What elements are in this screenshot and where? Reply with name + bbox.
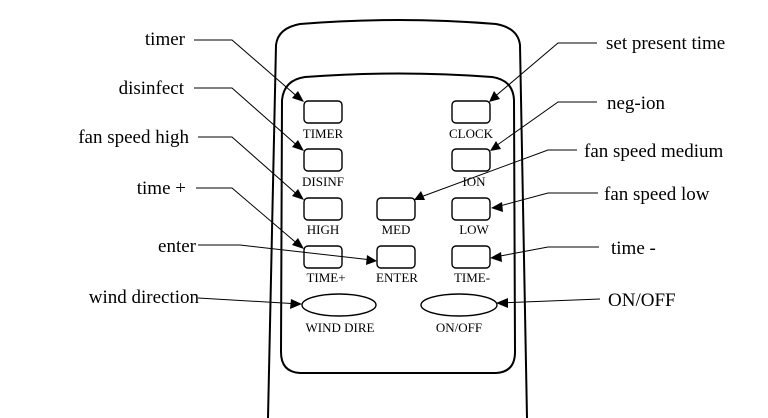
low-button-label: LOW (459, 222, 489, 237)
disinf-button-label: DISINF (302, 174, 344, 189)
arrow-fan-speed-high (292, 189, 304, 200)
high-button[interactable]: HIGH (303, 197, 343, 237)
arrow-time-plus (292, 238, 304, 249)
leader-on-off (499, 298, 601, 304)
callout-wind-direction: wind direction (89, 287, 200, 308)
leader-time-minus (494, 246, 599, 258)
callout-fan-speed-medium: fan speed medium (584, 141, 724, 162)
leader-disinfect (194, 87, 301, 149)
arrow-disinfect (292, 140, 304, 151)
arrow-on-off (496, 298, 508, 308)
ion-button[interactable]: ION (451, 148, 491, 189)
arrow-timer (292, 91, 304, 102)
remote-body-outline (267, 19, 528, 418)
time-plus-button-label: TIME+ (306, 270, 345, 285)
enter-button-label: ENTER (376, 270, 418, 285)
leader-wind-direction (197, 297, 301, 305)
clock-button[interactable]: CLOCK (449, 100, 494, 141)
callout-fan-speed-low: fan speed low (604, 184, 710, 205)
arrow-wind-direction (290, 299, 302, 309)
high-button-label: HIGH (307, 222, 340, 237)
leader-neg-ion (492, 101, 597, 149)
arrow-set-present-time (489, 91, 500, 102)
arrow-time-minus (490, 252, 502, 262)
callout-on-off: ON/OFF (608, 290, 676, 311)
arrow-fan-speed-low (491, 202, 503, 212)
arrow-fan-speed-medium (414, 191, 425, 200)
leader-fan-speed-medium (417, 149, 577, 199)
timer-button-label: TIMER (303, 126, 344, 141)
med-button-label: MED (382, 222, 411, 237)
on-off-button[interactable]: ON/OFF (420, 293, 498, 335)
disinf-button[interactable]: DISINF (302, 148, 344, 189)
time-plus-button[interactable]: TIME+ (303, 245, 346, 285)
leader-timer (194, 39, 301, 100)
wind-dire-button[interactable]: WIND DIRE (301, 293, 377, 335)
leader-fan-speed-high (198, 136, 301, 198)
time-minus-button[interactable]: TIME- (451, 245, 491, 285)
leader-set-present-time (491, 42, 597, 100)
callout-disinfect: disinfect (119, 78, 185, 99)
leader-time-plus (196, 187, 301, 247)
remote-button-panel (279, 72, 517, 374)
on-off-button-label: ON/OFF (436, 320, 482, 335)
timer-button[interactable]: TIMER (303, 100, 344, 141)
arrow-neg-ion (490, 141, 501, 151)
time-minus-button-label: TIME- (454, 270, 490, 285)
wind-dire-button-label: WIND DIRE (306, 320, 375, 335)
med-button[interactable]: MED (376, 197, 416, 237)
callout-set-present-time: set present time (606, 33, 725, 54)
leader-enter (198, 244, 373, 261)
enter-button[interactable]: ENTER (376, 245, 418, 285)
leader-fan-speed-low (495, 192, 598, 208)
callout-time-plus: time + (137, 178, 186, 199)
callout-neg-ion: neg-ion (607, 93, 666, 114)
low-button[interactable]: LOW (451, 197, 491, 237)
callout-timer: timer (145, 29, 186, 50)
ion-button-label: ION (462, 174, 486, 189)
callout-fan-speed-high: fan speed high (78, 127, 189, 148)
arrow-enter (366, 255, 377, 265)
callout-time-minus: time - (611, 238, 656, 259)
callout-enter: enter (158, 236, 197, 257)
clock-button-label: CLOCK (449, 126, 494, 141)
